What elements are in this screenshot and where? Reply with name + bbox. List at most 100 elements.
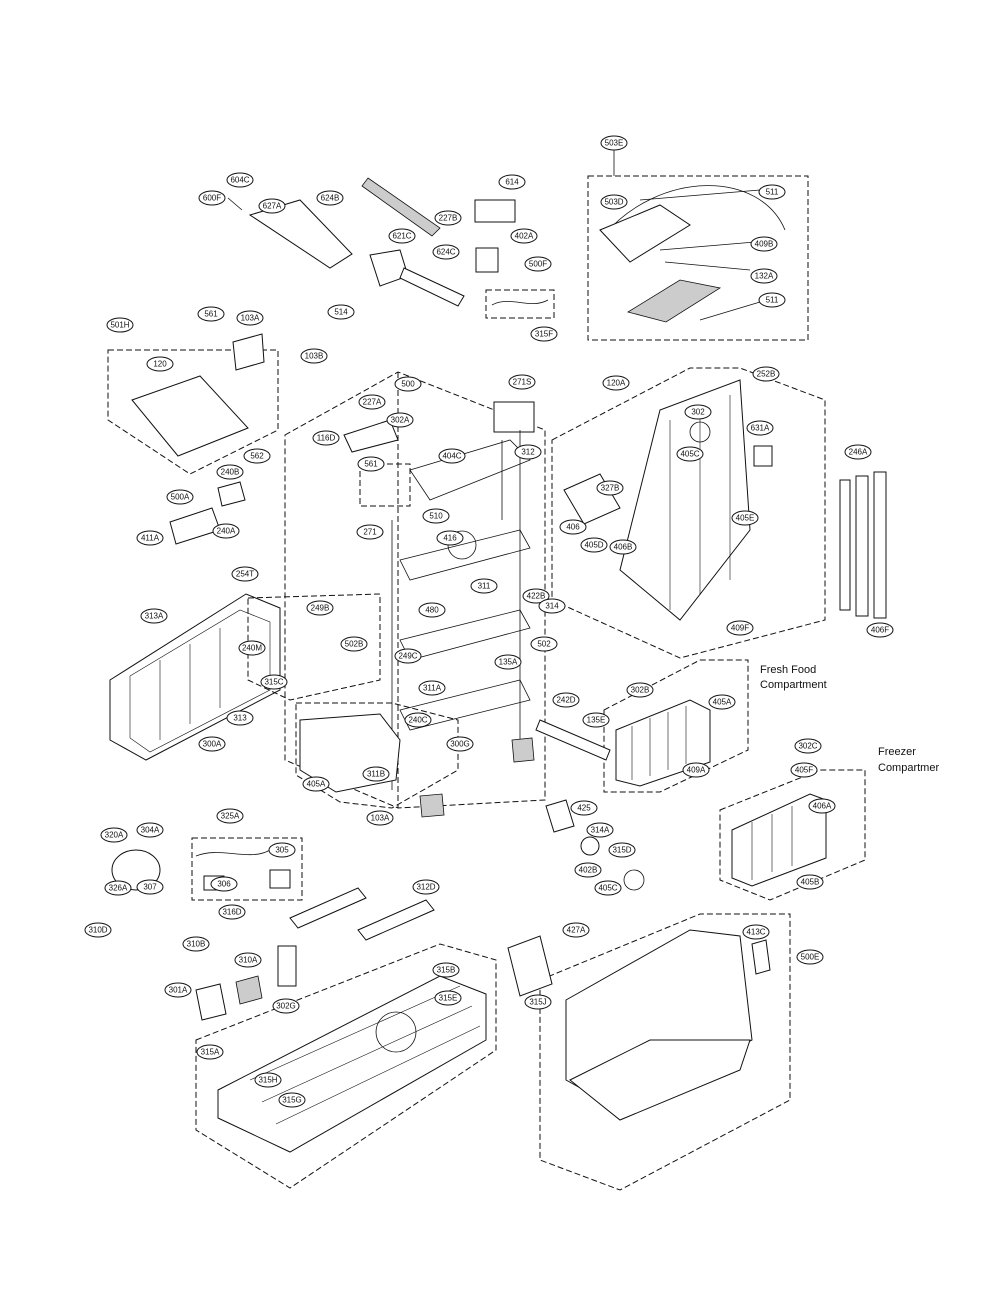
part-label-text: 503E	[605, 139, 624, 148]
part-label-text: 305	[275, 846, 289, 855]
part-label-bubble	[570, 800, 598, 816]
part-label-p405D: 405D	[580, 537, 608, 553]
part-label-text: 405E	[736, 514, 755, 523]
freezer-cover-boundary	[539, 913, 791, 1191]
part-label-bubble	[386, 412, 414, 428]
part-label-text: 135E	[587, 716, 606, 725]
part-label-text: 501H	[110, 321, 129, 330]
part-label-bubble	[216, 464, 244, 480]
part-label-bubble	[272, 998, 300, 1014]
pcb-board	[169, 507, 221, 545]
part-label-bubble	[758, 184, 786, 200]
part-label-p621C: 621C	[388, 228, 416, 244]
part-label-bubble	[574, 862, 602, 878]
housing-boundary	[551, 367, 826, 659]
part-label-text: 627A	[263, 202, 282, 211]
part-label-bubble	[866, 622, 894, 638]
part-label-bubble	[140, 608, 168, 624]
part-label-text: 227A	[363, 398, 382, 407]
fan-grille	[235, 975, 263, 1005]
part-label-p240B: 240B	[216, 464, 244, 480]
part-label-text: 103B	[305, 352, 324, 361]
overload	[269, 869, 291, 889]
part-label-bubble	[198, 736, 226, 752]
part-label-p511a: 511	[758, 184, 786, 200]
part-label-text: 315E	[439, 994, 458, 1003]
part-label-text: 315G	[282, 1096, 302, 1105]
part-label-bubble	[684, 404, 712, 420]
part-label-p315H: 315H	[254, 1072, 282, 1088]
rail-left	[839, 479, 851, 611]
part-label-bubble	[234, 952, 262, 968]
part-label-p313: 313	[226, 710, 254, 726]
part-label-p310B: 310B	[182, 936, 210, 952]
part-label-text: 254T	[236, 570, 254, 579]
part-label-bubble	[212, 523, 240, 539]
hinge-plate	[343, 419, 399, 453]
part-label-p425: 425	[570, 800, 598, 816]
part-label-text: 503D	[604, 198, 623, 207]
part-label-p409B: 409B	[750, 236, 778, 252]
part-label-p315A: 315A	[196, 1044, 224, 1060]
part-label-p312: 312	[514, 444, 542, 460]
part-label-text: 502B	[345, 640, 364, 649]
fan-motor-cond	[195, 983, 227, 1021]
filter-mesh	[626, 279, 722, 323]
machine-cover-boundary	[195, 943, 497, 1189]
part-label-text: 404C	[442, 452, 461, 461]
part-label-text: 313	[233, 714, 247, 723]
freezer-caption-line1: Freezer	[878, 746, 916, 758]
part-label-bubble	[609, 539, 637, 555]
part-label-p315J: 315J	[524, 994, 552, 1010]
part-label-bubble	[418, 680, 446, 696]
part-label-bubble	[796, 874, 824, 890]
part-label-bubble	[258, 198, 286, 214]
part-label-bubble	[388, 228, 416, 244]
part-label-p252B: 252B	[752, 366, 780, 382]
part-label-p614: 614	[498, 174, 526, 190]
part-label-bubble	[300, 348, 328, 364]
part-label-text: 302A	[391, 416, 410, 425]
part-label-text: 315H	[258, 1076, 277, 1085]
part-label-text: 405A	[307, 780, 326, 789]
part-label-bubble	[562, 922, 590, 938]
leveling-foot-left	[419, 793, 445, 818]
part-label-bubble	[412, 879, 440, 895]
fan-assembly	[545, 799, 645, 891]
ice-maker-parts	[227, 177, 555, 319]
part-label-text: 409F	[731, 624, 749, 633]
part-label-bubble	[316, 190, 344, 206]
part-label-p327B: 327B	[596, 480, 624, 496]
part-label-bubble	[356, 524, 384, 540]
part-label-text: 409B	[755, 240, 774, 249]
part-label-text: 116D	[317, 434, 336, 443]
fan-motor-small	[580, 836, 600, 856]
top-bracket	[493, 401, 535, 433]
part-label-p311B: 311B	[362, 766, 390, 782]
part-label-bubble	[530, 636, 558, 652]
part-label-text: 311A	[423, 684, 442, 693]
housing-panel	[619, 379, 751, 621]
part-label-text: 406F	[871, 626, 889, 635]
part-label-bubble	[608, 842, 636, 858]
part-label-bubble	[742, 924, 770, 940]
part-label-p320A: 320A	[100, 827, 128, 843]
part-label-p302G: 302G	[272, 998, 300, 1014]
part-label-bubble	[600, 194, 628, 210]
part-label-text: 562	[250, 452, 264, 461]
part-label-text: 409A	[687, 766, 706, 775]
part-label-p406A: 406A	[808, 798, 836, 814]
part-label-p103A: 103A	[236, 310, 264, 326]
part-label-bubble	[136, 879, 164, 895]
part-label-p305: 305	[268, 842, 296, 858]
part-label-bubble	[494, 654, 522, 670]
part-label-p480: 480	[418, 602, 446, 618]
part-label-text: 315J	[529, 998, 546, 1007]
drain-tube	[357, 899, 435, 941]
part-label-bubble	[340, 636, 368, 652]
part-label-bubble	[362, 766, 390, 782]
part-label-text: 561	[364, 460, 378, 469]
part-label-text: 502	[537, 640, 551, 649]
part-label-text: 402B	[579, 866, 598, 875]
part-label-p405C2: 405C	[594, 880, 622, 896]
